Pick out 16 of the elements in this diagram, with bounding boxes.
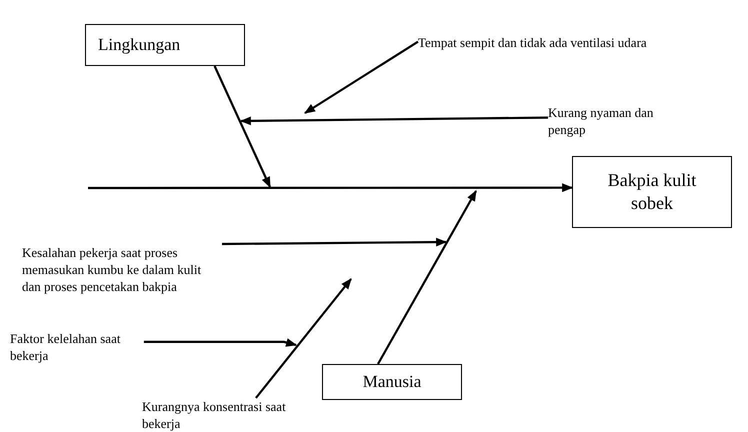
arrow <box>144 338 298 347</box>
cause-text: Kurang nyaman dan pengap <box>548 104 658 138</box>
spine-arrow <box>88 183 574 192</box>
arrow <box>255 278 352 399</box>
arrow <box>222 238 448 246</box>
cause-category-box: Lingkungan <box>85 24 245 66</box>
cause-category-box: Bakpia kulit sobek <box>572 156 732 228</box>
cause-text: Faktor kelelahan saat bekerja <box>10 330 140 364</box>
cause-text: Kesalahan pekerja saat proses memasukan kumbu ke dalam kulit dan proses pencetakan bakpia <box>22 244 222 295</box>
arrow <box>377 190 477 365</box>
arrow <box>304 40 419 114</box>
cause-category-box: Manusia <box>322 364 462 400</box>
arrow <box>240 116 548 126</box>
cause-text: Tempat sempit dan tidak ada ventilasi udara <box>418 34 653 51</box>
cause-text: Kurangnya konsentrasi saat bekerja <box>142 398 312 432</box>
arrow <box>214 66 271 188</box>
